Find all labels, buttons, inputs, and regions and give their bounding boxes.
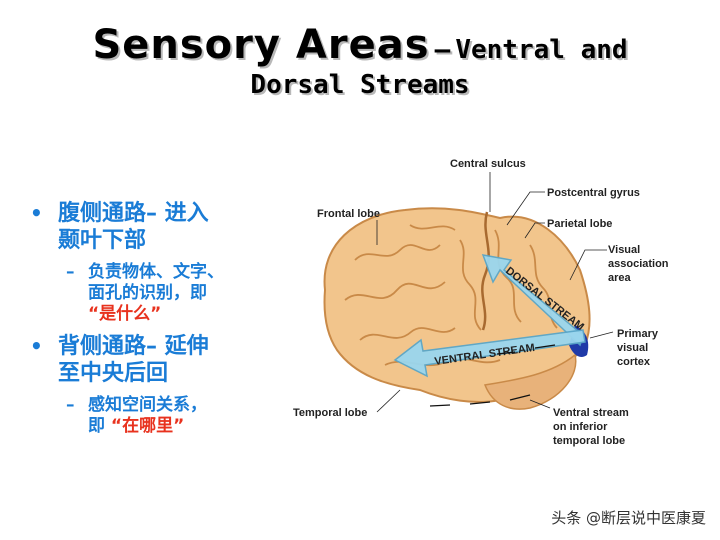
sub-ventral-line2: 面孔的识别，即 (88, 283, 207, 303)
cerebellum-shape (483, 353, 577, 410)
sub-bullet-ventral: – 负责物体、文字、 面孔的识别，即 “是什么” (28, 262, 288, 325)
flow-arrows (429, 344, 556, 407)
bullet-dorsal: • 背侧通路– 延伸 至中央后回 (28, 333, 288, 387)
label-ventral-1: Ventral stream (553, 407, 629, 419)
label-parietal-lobe: Parietal lobe (547, 218, 612, 230)
label-visual-assoc-3: area (608, 272, 632, 284)
label-temporal-lobe: Temporal lobe (293, 407, 367, 419)
title-main: Sensory Areas (92, 22, 430, 68)
label-visual-assoc-1: Visual (608, 244, 640, 256)
brain-diagram: DORSAL STREAM VENTRAL STREAM Central sul… (293, 158, 669, 447)
central-sulcus-line (481, 211, 490, 331)
bullet-ventral-line2: 颞叶下部 (58, 228, 147, 253)
bullet-dot-icon: • (30, 334, 43, 358)
label-visual-assoc-2: association (608, 258, 669, 270)
label-central-sulcus: Central sulcus (450, 158, 526, 170)
label-primary-visual-1: Primary (617, 328, 659, 340)
sub-ventral-highlight: “是什么” (88, 304, 162, 324)
label-postcentral-gyrus: Postcentral gyrus (547, 187, 640, 199)
bullet-list: • 腹侧通路– 进入 颞叶下部 – 负责物体、文字、 面孔的识别，即 “是什么”… (28, 200, 288, 445)
dash-icon: – (66, 262, 75, 282)
leader-lines (376, 172, 614, 413)
label-ventral-3: temporal lobe (553, 435, 625, 447)
sub-ventral-line1: 负责物体、文字、 (88, 262, 224, 282)
title-line2: Dorsal Streams (250, 70, 470, 100)
bullet-dorsal-line2: 至中央后回 (58, 361, 169, 386)
bullet-dorsal-line1: 背侧通路– 延伸 (58, 334, 209, 359)
dash-icon: – (66, 395, 75, 415)
title-sub: Ventral and (455, 35, 628, 65)
title-dash: – (434, 35, 451, 65)
sub-dorsal-line1: 感知空间关系， (88, 395, 207, 415)
label-primary-visual-3: cortex (617, 356, 651, 368)
bullet-ventral-line1: 腹侧通路– 进入 (58, 201, 209, 226)
label-frontal-lobe: Frontal lobe (317, 208, 380, 220)
sub-bullet-dorsal: – 感知空间关系， 即 “在哪里” (28, 395, 288, 437)
label-ventral-2: on inferior (553, 421, 608, 433)
watermark: 头条 @断层说中医康夏 (551, 509, 706, 527)
sub-dorsal-line2-pre: 即 (88, 416, 105, 436)
bullet-dot-icon: • (30, 201, 43, 225)
bullet-ventral: • 腹侧通路– 进入 颞叶下部 (28, 200, 288, 254)
sub-dorsal-highlight: “在哪里” (110, 416, 185, 436)
slide-title: Sensory Areas – Ventral and Dorsal Strea… (0, 22, 720, 100)
label-primary-visual-2: visual (617, 342, 648, 354)
